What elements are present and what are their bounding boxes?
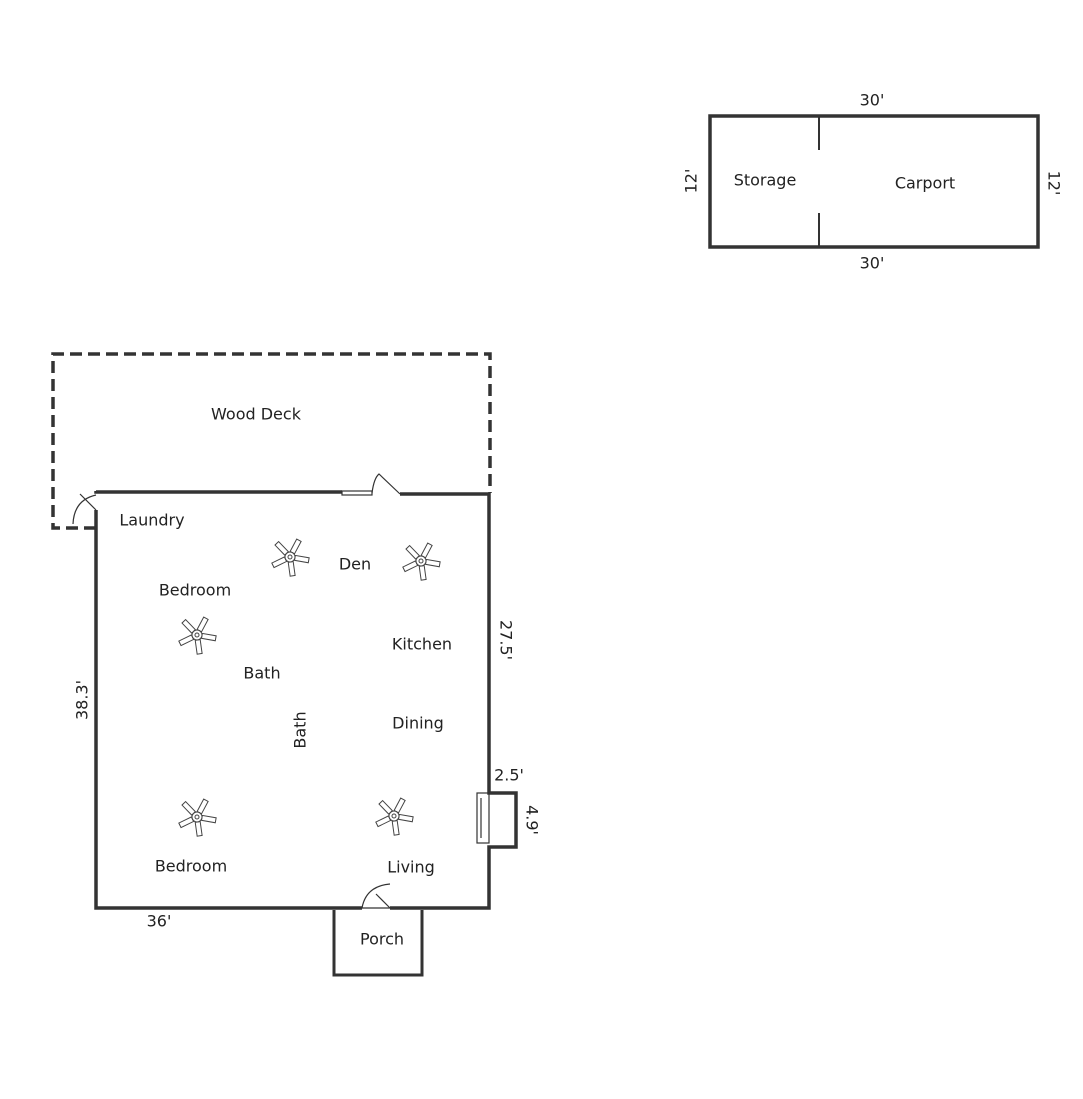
room-label-laundry: Laundry — [119, 511, 184, 530]
outbuilding: 30' 30' 12' 12' Storage Carport — [682, 91, 1064, 273]
room-label-carport: Carport — [895, 174, 955, 193]
room-label-bedroom: Bedroom — [159, 581, 231, 600]
outbuilding-bottom-dimension: 30' — [860, 254, 885, 273]
room-label-storage: Storage — [734, 171, 797, 190]
house-walls — [72, 473, 518, 977]
fireplace — [476, 792, 490, 844]
ceiling-fans — [178, 538, 441, 837]
porch-walls — [332, 910, 424, 977]
deck-door — [341, 490, 373, 496]
ceiling-fan-icon — [375, 797, 414, 836]
front-door — [361, 883, 391, 909]
outbuilding-left-dimension: 12' — [682, 169, 701, 194]
dimension-right: 27.5' — [497, 620, 516, 660]
laundry-door — [79, 493, 97, 511]
room-label-wood-deck: Wood Deck — [211, 405, 302, 424]
outbuilding-walls — [708, 114, 1040, 249]
room-label-bedroom: Bedroom — [155, 857, 227, 876]
wood-deck-outline — [51, 352, 492, 530]
ceiling-fan-icon — [271, 538, 310, 577]
ceiling-fan-icon — [178, 616, 217, 655]
room-label-porch: Porch — [360, 930, 404, 949]
room-label-kitchen: Kitchen — [392, 635, 452, 654]
ceiling-fan-icon — [402, 542, 441, 581]
room-label-dining: Dining — [392, 714, 444, 733]
dimension-fireplace-width: 2.5' — [494, 766, 524, 785]
dimension-left: 38.3' — [73, 680, 92, 720]
ceiling-fan-icon — [178, 798, 217, 837]
dimension-fireplace-length: 4.9' — [523, 805, 542, 835]
outbuilding-top-dimension: 30' — [860, 91, 885, 110]
room-label-living: Living — [387, 858, 435, 877]
dimension-bottom: 36' — [147, 912, 172, 931]
room-label-bath: Bath — [243, 664, 280, 683]
room-label-bath: Bath — [291, 711, 310, 748]
room-label-den: Den — [339, 555, 371, 574]
outbuilding-right-dimension: 12' — [1045, 171, 1064, 196]
